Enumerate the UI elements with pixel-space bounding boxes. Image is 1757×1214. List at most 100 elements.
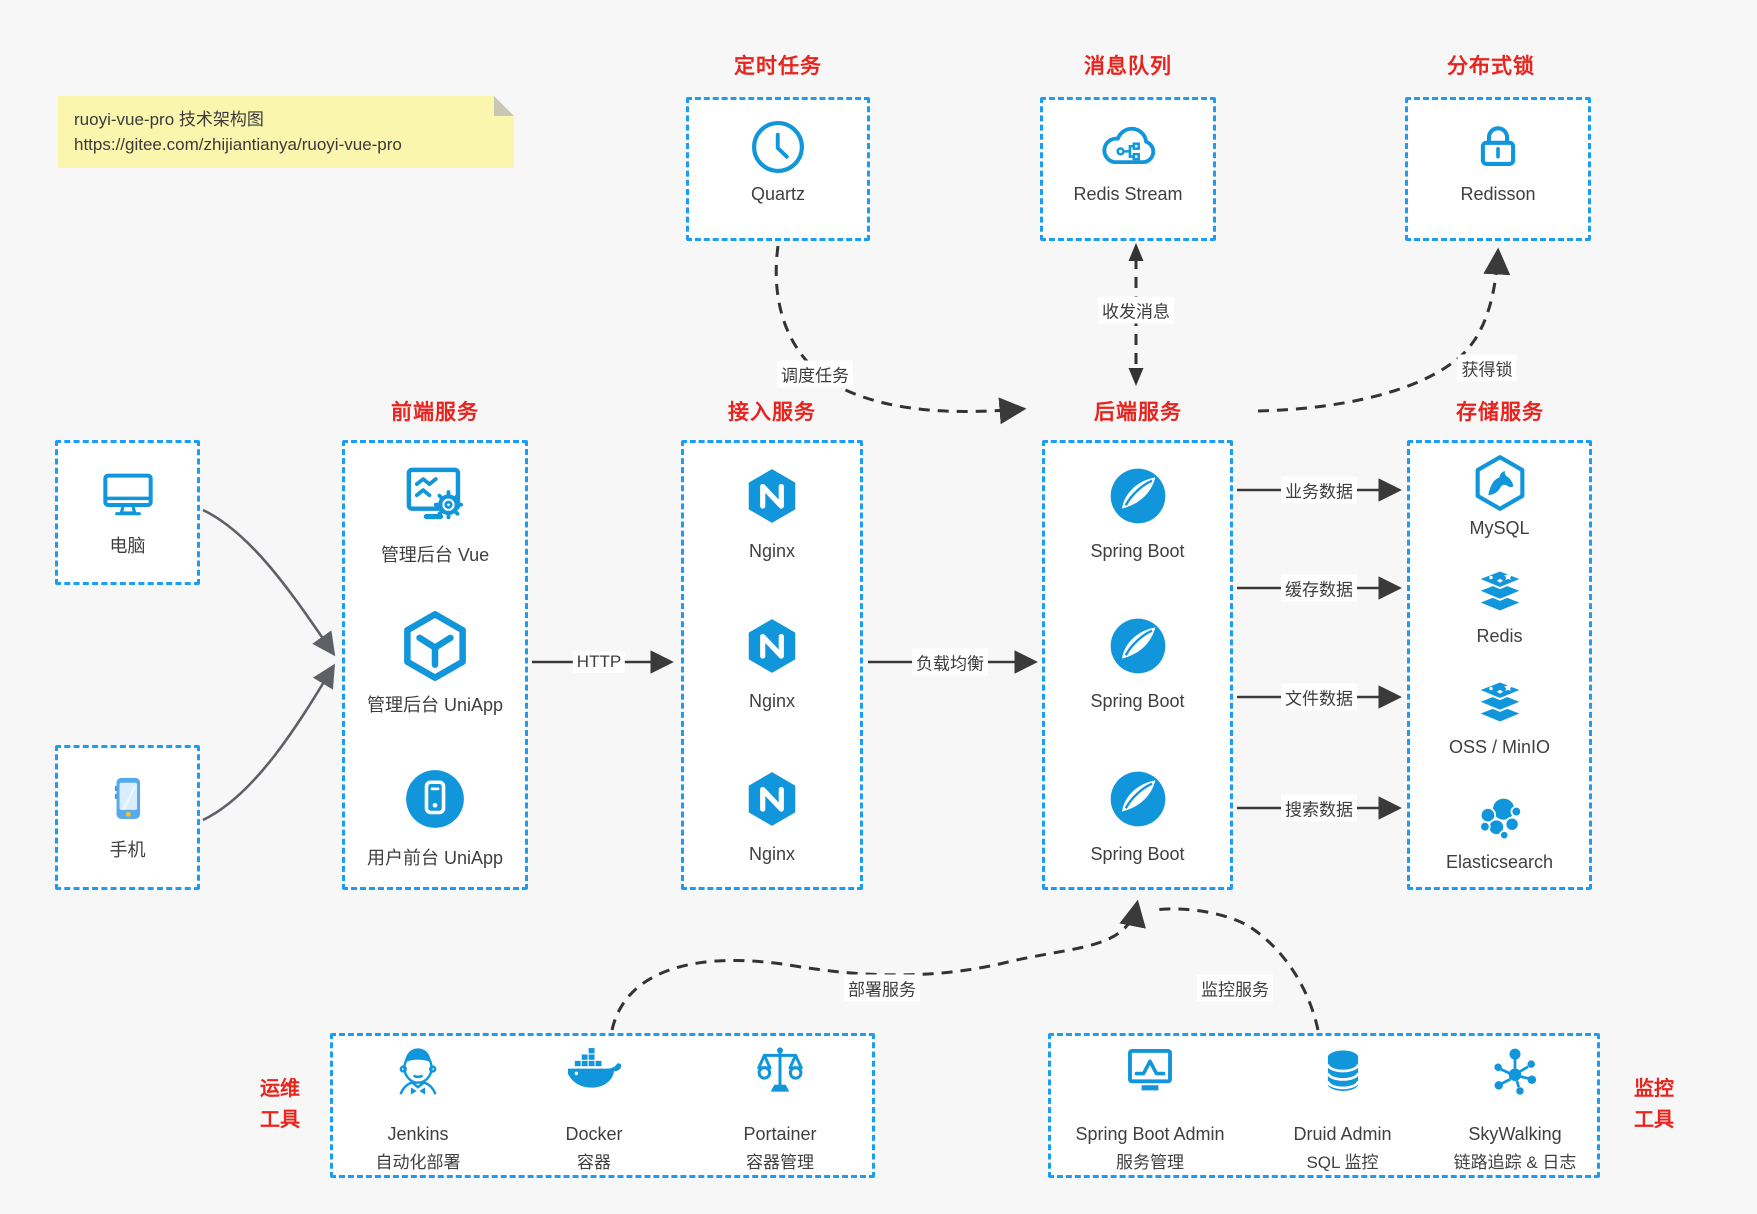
title-monitoring-line1: 监控 bbox=[1634, 1078, 1674, 1100]
title-storage: 存储服务 bbox=[1456, 401, 1544, 424]
box-message-queue bbox=[1040, 97, 1216, 241]
edge-label-business-data: 业务数据 bbox=[1281, 476, 1357, 504]
spring-icon bbox=[1106, 464, 1170, 528]
node-label: Quartz bbox=[750, 184, 806, 204]
node-label: 管理后台 UniApp bbox=[366, 695, 504, 715]
edge-schedule-curve bbox=[774, 245, 1027, 425]
node-label: Nginx bbox=[748, 844, 796, 864]
edge-pc-to-frontend bbox=[202, 508, 336, 657]
admin-vue-icon bbox=[397, 458, 473, 534]
node-elasticsearch: Elasticsearch bbox=[1407, 786, 1592, 873]
edge-label-deploy: 部署服务 bbox=[844, 974, 920, 1002]
node-label: MySQL bbox=[1469, 518, 1530, 538]
edge-label-cache-data: 缓存数据 bbox=[1281, 574, 1357, 602]
node-label: Redis bbox=[1476, 626, 1523, 646]
clock-icon bbox=[747, 116, 809, 178]
title-ops-line2: 工具 bbox=[260, 1109, 300, 1131]
node-quartz: Quartz bbox=[686, 114, 870, 205]
edge-label-search-data: 搜索数据 bbox=[1281, 794, 1357, 822]
node-name: Druid Admin bbox=[1293, 1124, 1392, 1144]
node-redis-stream: Redis Stream bbox=[1040, 114, 1216, 205]
skywalking-icon bbox=[1485, 1041, 1545, 1101]
node-redisson: Redisson bbox=[1405, 114, 1591, 205]
node-nginx-1: Nginx bbox=[681, 455, 863, 562]
node-desc: 链路追踪 & 日志 bbox=[1453, 1153, 1577, 1172]
node-desc: 容器 bbox=[577, 1153, 611, 1172]
edge-label-file-data: 文件数据 bbox=[1281, 683, 1357, 711]
node-mysql: MySQL bbox=[1407, 452, 1592, 539]
note-title: ruoyi-vue-pro 技术架构图 bbox=[74, 110, 264, 129]
node-redis: Redis bbox=[1407, 560, 1592, 647]
node-label: 电脑 bbox=[109, 536, 146, 556]
box-scheduled-tasks bbox=[686, 97, 870, 241]
node-admin-uniapp: 管理后台 UniApp bbox=[342, 605, 528, 717]
node-name: Portainer bbox=[743, 1124, 817, 1144]
lock-icon bbox=[1469, 118, 1527, 176]
node-name: Jenkins bbox=[387, 1124, 449, 1144]
node-user-uniapp: 用户前台 UniApp bbox=[342, 758, 528, 870]
node-phone: 手机 bbox=[55, 766, 200, 862]
edge-deploy-curve bbox=[610, 899, 1146, 1031]
node-label: Redisson bbox=[1460, 184, 1536, 204]
mobile-icon bbox=[99, 770, 157, 828]
node-docker: Docker 容器 bbox=[514, 1040, 674, 1173]
node-label: Spring Boot bbox=[1090, 844, 1185, 864]
node-spring-3: Spring Boot bbox=[1042, 758, 1233, 865]
node-druid-admin: Druid Admin SQL 监控 bbox=[1250, 1040, 1435, 1173]
title-message-queue: 消息队列 bbox=[1084, 55, 1172, 78]
redis-stack-icon bbox=[1470, 561, 1530, 621]
node-label: 手机 bbox=[109, 840, 146, 860]
node-name: Spring Boot Admin bbox=[1075, 1124, 1225, 1144]
title-ops-tools: 运维 工具 bbox=[238, 1074, 322, 1136]
edge-messaging-arrow-down bbox=[1128, 368, 1144, 386]
edge-phone-to-frontend bbox=[202, 663, 336, 822]
node-nginx-3: Nginx bbox=[681, 758, 863, 865]
box-distributed-lock bbox=[1405, 97, 1591, 241]
edge-label-acquire-lock: 获得锁 bbox=[1457, 354, 1517, 382]
node-spring-1: Spring Boot bbox=[1042, 455, 1233, 562]
node-desc: 自动化部署 bbox=[375, 1153, 461, 1172]
uniapp-cube-icon bbox=[396, 607, 474, 685]
node-label: Nginx bbox=[748, 691, 796, 711]
note-url: https://gitee.com/zhijiantianya/ruoyi-vu… bbox=[74, 135, 402, 154]
node-name: SkyWalking bbox=[1468, 1124, 1562, 1144]
node-skywalking: SkyWalking 链路追踪 & 日志 bbox=[1422, 1040, 1608, 1173]
node-label: OSS / MinIO bbox=[1448, 737, 1551, 757]
node-label: 用户前台 UniApp bbox=[366, 848, 504, 868]
edge-label-http: HTTP bbox=[572, 651, 626, 673]
node-desc: SQL 监控 bbox=[1306, 1153, 1379, 1172]
jenkins-icon bbox=[387, 1040, 449, 1102]
node-portainer: Portainer 容器管理 bbox=[700, 1040, 860, 1173]
portainer-icon bbox=[750, 1041, 810, 1101]
oss-stack-icon bbox=[1470, 672, 1530, 732]
node-label: Redis Stream bbox=[1073, 184, 1183, 204]
docker-icon bbox=[562, 1039, 626, 1103]
node-spring-boot-admin: Spring Boot Admin 服务管理 bbox=[1055, 1040, 1245, 1173]
node-desc: 服务管理 bbox=[1116, 1153, 1184, 1172]
desktop-icon bbox=[96, 463, 160, 527]
cloud-stream-icon bbox=[1095, 114, 1161, 180]
spring-icon bbox=[1106, 614, 1170, 678]
edge-label-load-balance: 负载均衡 bbox=[912, 648, 988, 676]
node-label: Elasticsearch bbox=[1445, 852, 1554, 872]
spring-icon bbox=[1106, 767, 1170, 831]
title-monitoring-tools: 监控 工具 bbox=[1612, 1074, 1696, 1136]
title-frontend: 前端服务 bbox=[391, 401, 479, 424]
edge-label-schedule: 调度任务 bbox=[777, 360, 853, 388]
nginx-icon bbox=[741, 465, 803, 527]
title-distributed-lock: 分布式锁 bbox=[1447, 55, 1535, 78]
node-jenkins: Jenkins 自动化部署 bbox=[338, 1040, 498, 1173]
edge-label-messaging: 收发消息 bbox=[1098, 296, 1174, 324]
node-label: 管理后台 Vue bbox=[380, 545, 490, 565]
title-backend: 后端服务 bbox=[1094, 401, 1182, 424]
edge-monitor-curve bbox=[1154, 907, 1320, 1031]
title-scheduled-tasks: 定时任务 bbox=[734, 55, 822, 78]
sticky-note: ruoyi-vue-pro 技术架构图 https://gitee.com/zh… bbox=[58, 96, 514, 168]
spring-boot-admin-icon bbox=[1119, 1040, 1181, 1102]
node-label: Spring Boot bbox=[1090, 691, 1185, 711]
node-pc: 电脑 bbox=[55, 462, 200, 558]
node-nginx-2: Nginx bbox=[681, 605, 863, 712]
mysql-icon bbox=[1469, 452, 1531, 514]
node-label: Nginx bbox=[748, 541, 796, 561]
node-oss-minio: OSS / MinIO bbox=[1407, 671, 1592, 758]
